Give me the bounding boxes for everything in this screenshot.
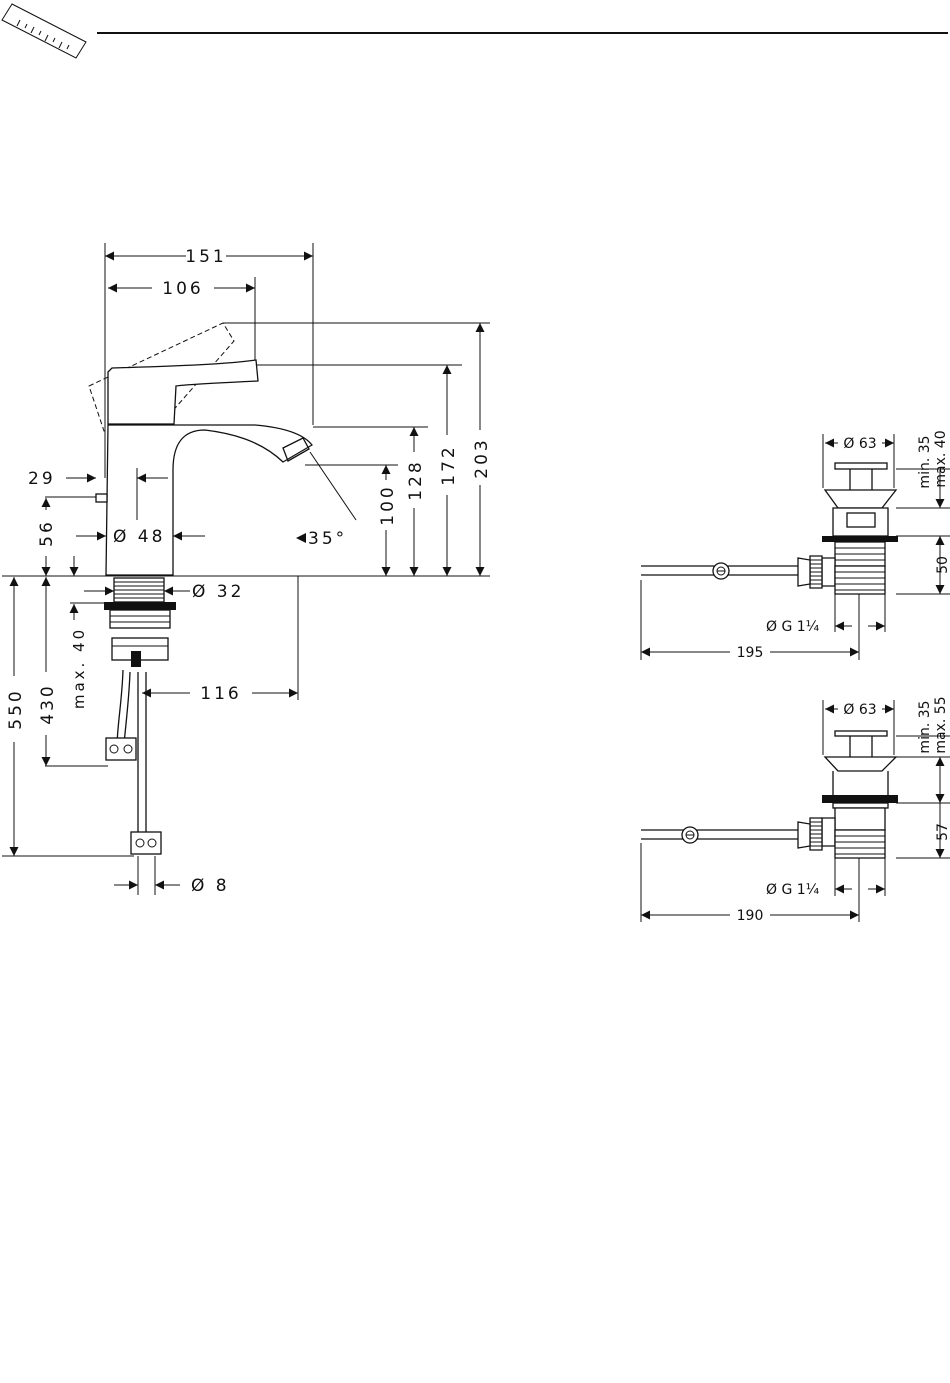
height-203-label: 203 [472,437,492,478]
dim-151-label: 151 [185,247,226,267]
waste-set-bottom: Ø 63 min. 35 max. 55 57 Ø G 1¼ 190 [641,696,950,924]
waste-bottom-outline [641,731,898,858]
waste-bottom-max-55: max. 55 [933,696,949,753]
angle-35-label: 35° [308,529,347,549]
waste-top-thread: Ø G 1¼ [766,619,820,635]
max-40-label: max. 40 [70,627,88,709]
height-128-label: 128 [406,459,426,500]
waste-bottom-length: 190 [737,908,764,924]
dim-29-label: 29 [28,469,56,489]
dim-106-label: 106 [162,279,203,299]
waste-top-outline [641,463,898,594]
faucet-extension-lines [2,243,490,895]
dim-550-label: 550 [6,688,26,729]
ruler-icon [2,4,86,58]
waste-bottom-dim-57: 57 [935,823,950,841]
dim-116-label: 116 [200,684,241,704]
waste-set-top: Ø 63 min. 35 max. 40 50 Ø G 1¼ 195 [641,430,950,661]
height-100-label: 100 [378,484,398,525]
waste-top-dim-50: 50 [935,556,950,574]
waste-top-max-40: max. 40 [933,430,949,487]
faucet-dimension-lines [14,256,480,885]
diameter-48-label: Ø 48 [113,527,165,547]
diameter-32-label: Ø 32 [192,582,244,602]
waste-bottom-min-35: min. 35 [917,700,933,753]
waste-bottom-diameter-63: Ø 63 [843,702,876,718]
diameter-8-label: Ø 8 [191,876,230,896]
dim-430-label: 430 [38,683,58,724]
waste-top-length: 195 [737,645,764,661]
height-172-label: 172 [439,444,459,485]
waste-top-diameter-63: Ø 63 [843,436,876,452]
waste-bottom-thread: Ø G 1¼ [766,882,820,898]
faucet-labels: 151 106 29 Ø 48 Ø 32 35° 116 Ø 8 56 max.… [6,247,492,896]
dim-56-label: 56 [37,519,57,547]
waste-top-min-35: min. 35 [917,435,933,488]
